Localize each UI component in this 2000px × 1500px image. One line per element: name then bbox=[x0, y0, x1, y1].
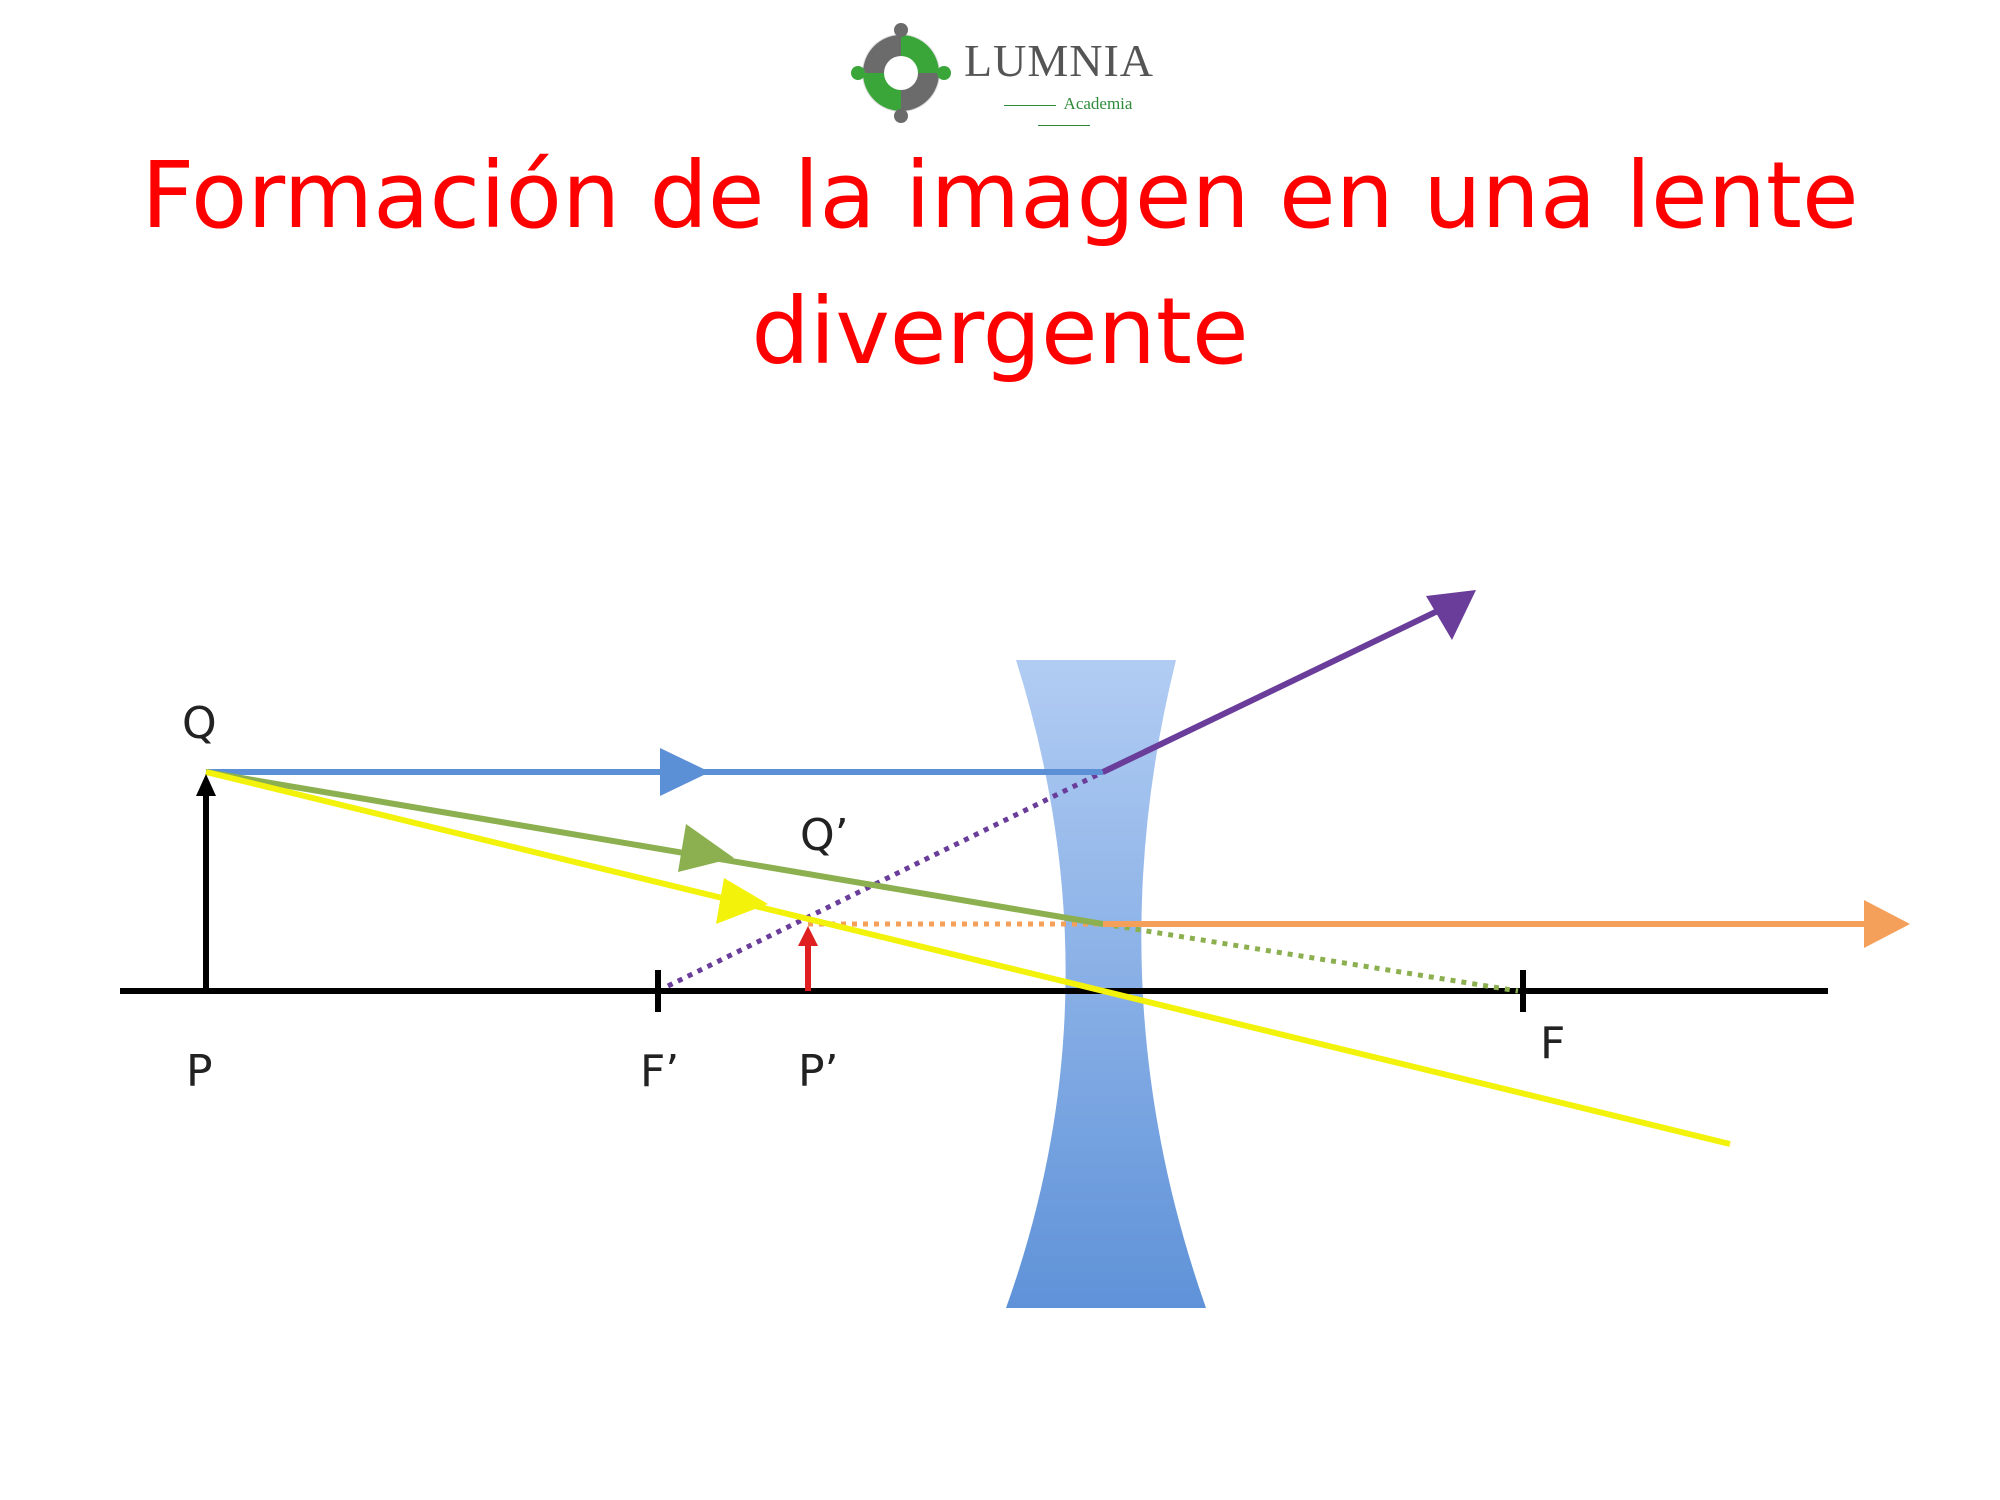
image-arrowhead bbox=[798, 926, 818, 946]
purple-refracted-ray bbox=[1101, 603, 1450, 775]
yellow-ray-arrowhead bbox=[716, 878, 768, 924]
object-arrowhead bbox=[196, 774, 216, 796]
label-q-prime: Q’ bbox=[800, 810, 849, 861]
circular-people-icon bbox=[851, 23, 951, 123]
label-p: P bbox=[186, 1046, 213, 1097]
label-f-prime: F’ bbox=[640, 1046, 679, 1097]
label-p-prime: P’ bbox=[798, 1046, 839, 1097]
green-virtual-ray bbox=[1102, 921, 1519, 994]
label-f: F bbox=[1540, 1018, 1565, 1069]
slide-title: Formación de la imagen en una lente dive… bbox=[0, 128, 2000, 400]
logo-name: LUMNIA bbox=[964, 35, 1154, 86]
purple-virtual-ray bbox=[666, 769, 1105, 989]
blue-ray-arrowhead bbox=[660, 748, 710, 796]
lumnia-logo: LUMNIA Academia bbox=[846, 18, 1176, 128]
orange-ray-arrowhead bbox=[1864, 900, 1910, 948]
green-ray-arrowhead bbox=[678, 824, 734, 872]
yellow-ray bbox=[205, 769, 1731, 1147]
slide-title-line1: Formación de la imagen en una lente bbox=[141, 142, 1859, 249]
logo-subtitle: Academia bbox=[964, 94, 1164, 134]
label-q: Q bbox=[182, 698, 217, 749]
divergent-lens bbox=[1006, 660, 1206, 1308]
purple-ray-arrowhead bbox=[1426, 590, 1476, 640]
slide-title-line2: divergente bbox=[751, 278, 1249, 385]
green-ray bbox=[205, 769, 1104, 927]
